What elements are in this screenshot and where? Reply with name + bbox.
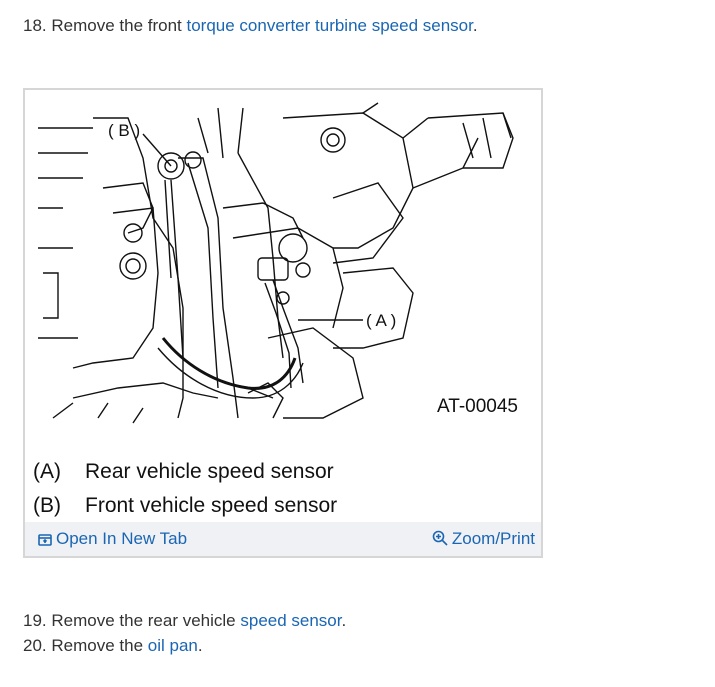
step-number: 20. [23,636,47,655]
open-in-new-tab-button[interactable]: Open In New Tab [38,529,187,549]
step-text: Remove the rear vehicle [51,611,241,630]
step-suffix: . [341,611,347,630]
zoom-print-label: Zoom/Print [451,529,535,548]
figure-container: ( B ) ( A ) AT-00045 (A) Rear vehicle spe… [23,88,543,558]
figure-code: AT-00045 [437,396,518,417]
figure-toolbar: Open In New Tab Zoom/Print [25,522,541,556]
step-text: Remove the front [51,16,187,35]
speed-sensor-link[interactable]: speed sensor [240,611,342,630]
step-number: 18. [23,16,47,35]
step-suffix: . [197,636,203,655]
step-18: 18. Remove the front torque converter tu… [23,16,478,36]
legend-text: Rear vehicle speed sensor [85,460,334,483]
legend-key: (A) [33,460,61,483]
step-text: Remove the [51,636,148,655]
step-number: 19. [23,611,47,630]
legend-item-b: (B) Front vehicle speed sensor [33,494,337,518]
torque-converter-turbine-speed-sensor-link[interactable]: torque converter turbine speed sensor [186,16,473,35]
zoom-print-button[interactable]: Zoom/Print [432,529,535,549]
oil-pan-link[interactable]: oil pan [147,636,198,655]
step-20: 20. Remove the oil pan. [23,636,203,656]
open-new-tab-icon [38,534,52,546]
step-suffix: . [472,16,478,35]
callout-a: ( A ) [366,311,396,330]
legend-key: (B) [33,494,61,517]
legend-item-a: (A) Rear vehicle speed sensor [33,460,334,484]
step-19: 19. Remove the rear vehicle speed sensor… [23,611,346,631]
zoom-icon [432,530,448,546]
callout-b: ( B ) [108,121,140,140]
open-in-new-tab-label: Open In New Tab [56,529,188,548]
legend-text: Front vehicle speed sensor [85,494,338,517]
transmission-diagram: ( B ) ( A ) [38,102,514,424]
